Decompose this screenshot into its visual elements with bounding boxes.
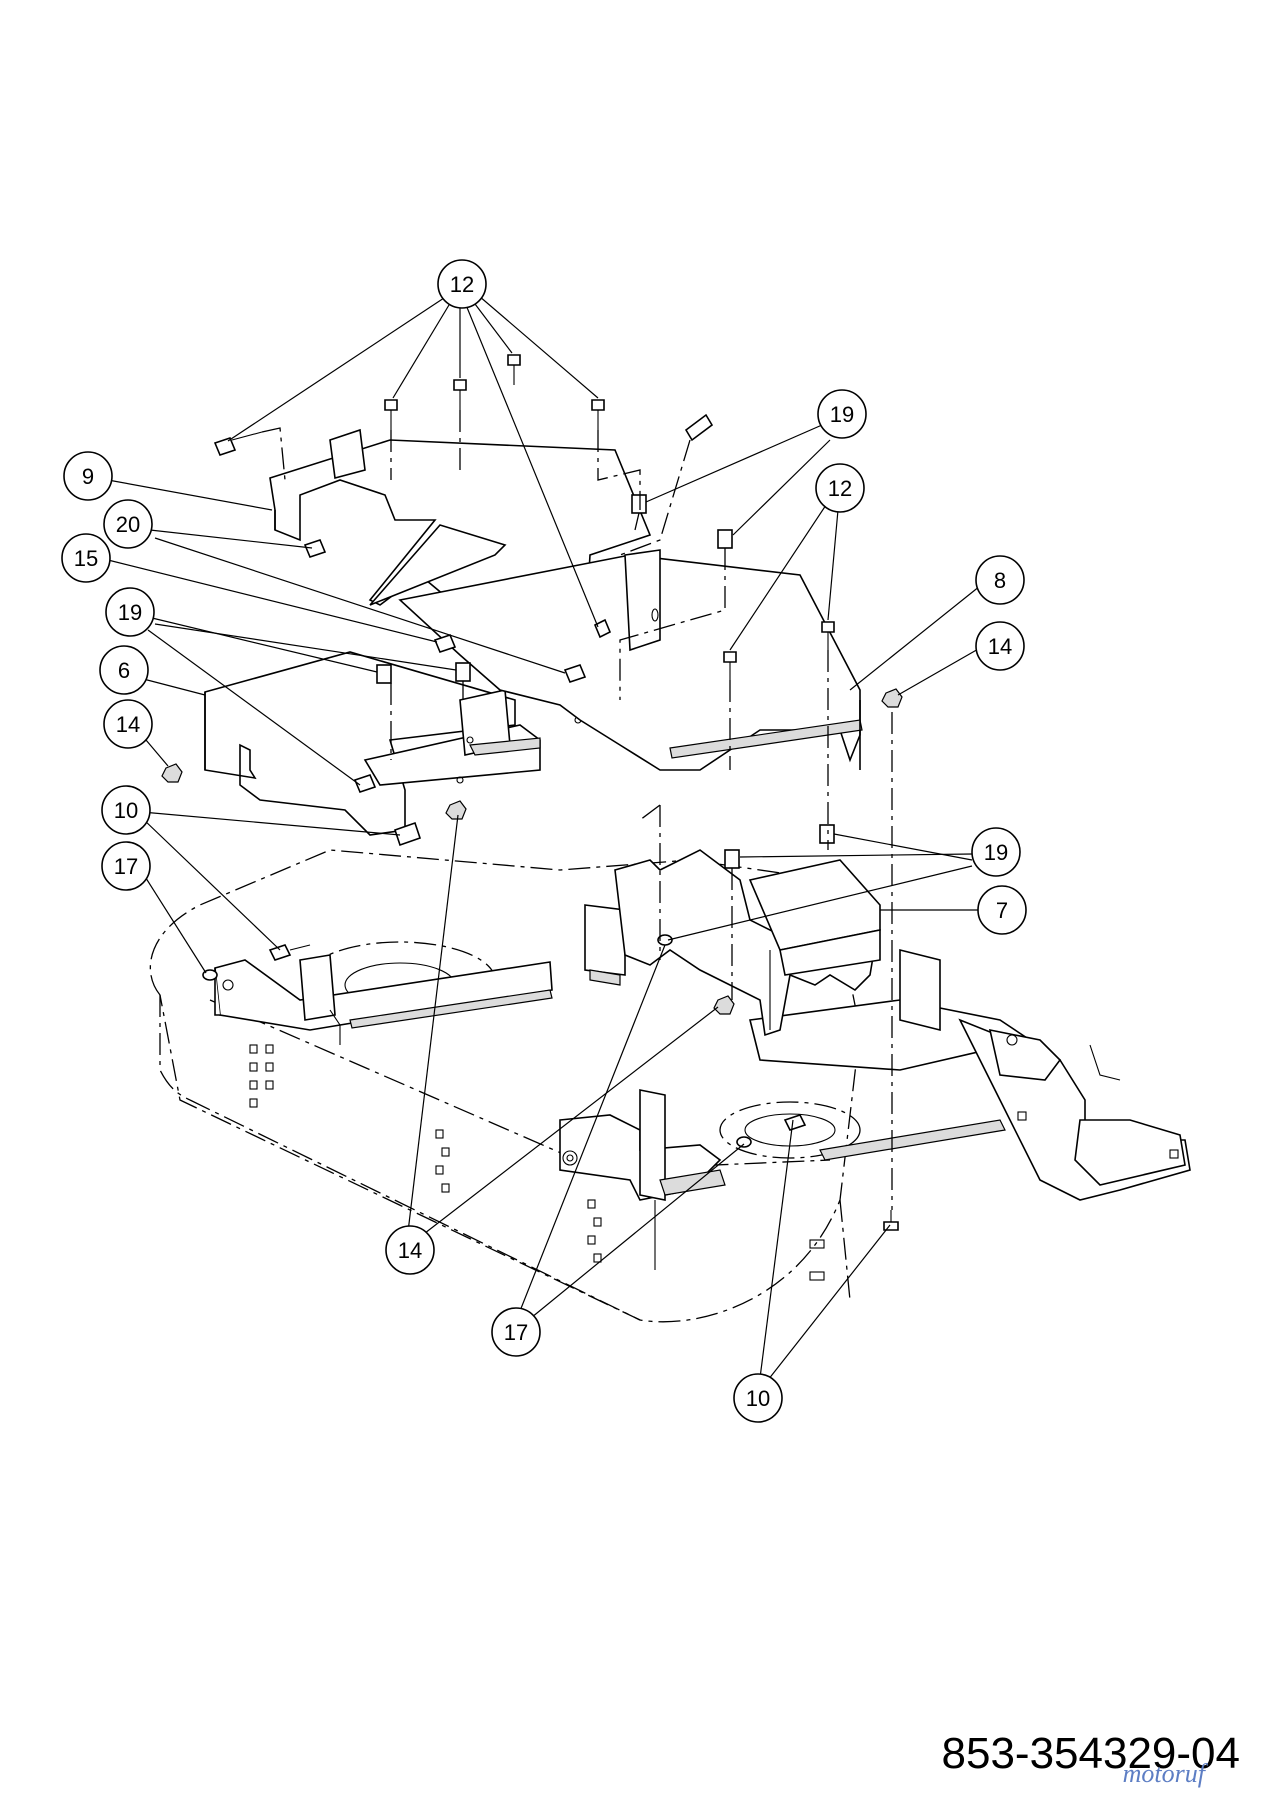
callout-14-left: 14: [103, 699, 153, 749]
callout-label: 19: [984, 840, 1008, 865]
callout-label: 15: [74, 546, 98, 571]
callout-label: 14: [116, 712, 140, 737]
callout-10-bottom: 10: [733, 1373, 783, 1423]
callout-12-right: 12: [815, 463, 865, 513]
callout-label: 19: [830, 402, 854, 427]
callout-label: 14: [988, 634, 1012, 659]
callout-label: 20: [116, 512, 140, 537]
callout-label: 14: [398, 1238, 422, 1263]
callout-14-bottom: 14: [385, 1225, 435, 1275]
callout-label: 19: [118, 600, 142, 625]
callout-7: 7: [977, 885, 1027, 935]
left-deck-hanger: [214, 954, 553, 1045]
callout-19-left: 19: [105, 587, 155, 637]
callout-label: 9: [82, 464, 94, 489]
hardware: [161, 354, 903, 1231]
part-6-left-cover: [204, 651, 582, 836]
watermark: motoruf: [1123, 1759, 1209, 1788]
part-number: 853-354329-04: [942, 1729, 1240, 1778]
callout-15: 15: [61, 533, 111, 583]
callout-19-lower-right: 19: [971, 827, 1021, 877]
callout-17-left: 17: [101, 841, 151, 891]
callout-9: 9: [63, 451, 113, 501]
callout-14-right: 14: [975, 621, 1025, 671]
callout-label: 17: [504, 1320, 528, 1345]
callout-17-bottom: 17: [491, 1307, 541, 1357]
front-deck-hanger: [559, 1089, 726, 1270]
callout-label: 8: [994, 568, 1006, 593]
callout-12-top: 12: [437, 259, 487, 309]
callout-8: 8: [975, 555, 1025, 605]
callout-label: 12: [450, 272, 474, 297]
callout-10-left: 10: [101, 785, 151, 835]
callout-label: 7: [996, 898, 1008, 923]
part-7-right-cover: [614, 849, 881, 1037]
callout-19-upper-right: 19: [817, 389, 867, 439]
callout-label: 17: [114, 854, 138, 879]
center-lift-bracket: [584, 904, 1191, 1201]
callout-label: 10: [114, 798, 138, 823]
mower-deck: [149, 849, 861, 1323]
callout-6: 6: [99, 645, 149, 695]
callout-label: 6: [118, 658, 130, 683]
callout-label: 10: [746, 1386, 770, 1411]
callout-20: 20: [103, 499, 153, 549]
leader-lines: [107, 295, 986, 1381]
callout-label: 12: [828, 476, 852, 501]
